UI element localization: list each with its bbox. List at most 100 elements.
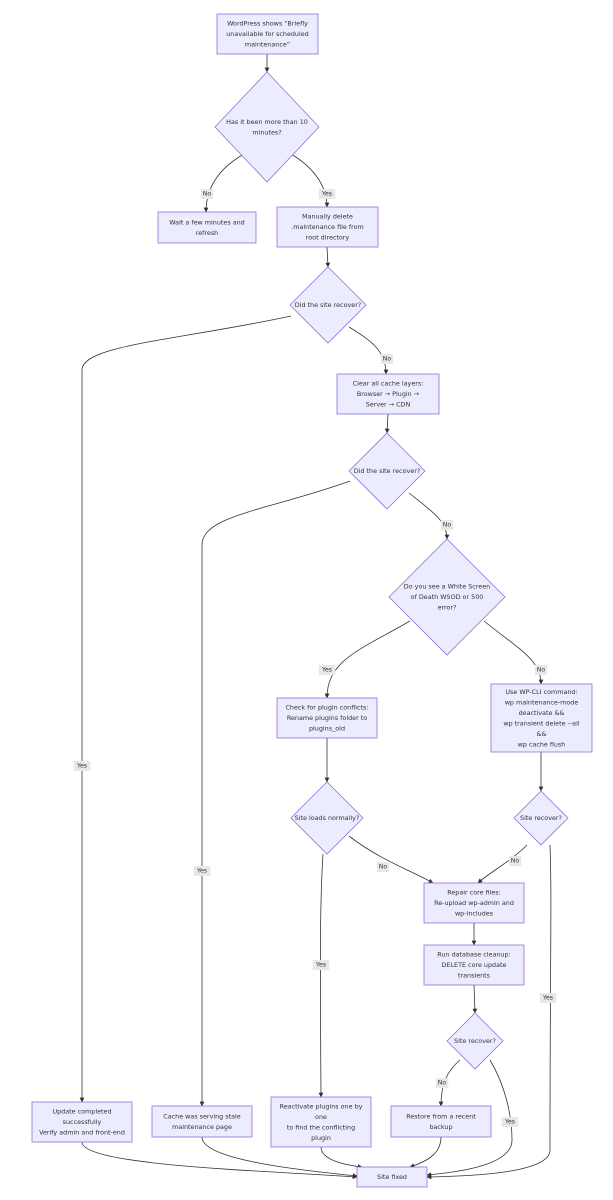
edge-r1-clear (348, 326, 389, 375)
edge-label-text: No (203, 191, 212, 198)
node-wpcli-text: wp cache flush (518, 740, 566, 748)
node-clear_cache-text: Clear all cache layers: (353, 380, 424, 388)
node-wpcli-text: deactivate && (519, 709, 565, 717)
node-fixed: Site fixed (356, 1166, 428, 1188)
edge-label-text: No (379, 864, 388, 871)
edge-label-text: Yes (504, 1119, 515, 1126)
node-wpcli-text: wp transient delete --all (503, 719, 580, 727)
node-reactivate-text: Reactivate plugins one by (280, 1102, 363, 1110)
node-backup-text: Restore from a recent (406, 1112, 476, 1120)
node-q_10min-diamond (214, 71, 320, 183)
node-db-text: Run database cleanup: (437, 951, 510, 959)
node-db-text: transients (458, 972, 491, 980)
edge-r2-cache (199, 480, 351, 1107)
edge-label-bg (200, 189, 214, 199)
edge-label-text: No (438, 1080, 447, 1087)
edge-label-bg (318, 665, 336, 675)
node-q_10min-text: minutes? (252, 128, 281, 136)
edge-label-wsod-plugins: Yes (318, 665, 336, 675)
edge-label-r4-fixed: Yes (501, 1117, 519, 1127)
node-repair-text: Repair core files: (447, 889, 501, 897)
node-q_recover4-text: Site recover? (454, 1037, 496, 1045)
node-reactivate-text: plugin (311, 1134, 331, 1142)
node-db-text: DELETE core update (442, 961, 507, 969)
edge-label-r1-update: Yes (73, 761, 91, 771)
node-delete_file-text: Manually delete (302, 213, 353, 221)
edge-label-bg (73, 761, 91, 771)
node-q_wsod-text: Do you see a White Screen (404, 583, 490, 591)
node-start-text: unavailable for scheduled (226, 30, 309, 38)
node-db-box (423, 944, 525, 986)
node-q_wsod-diamond (388, 538, 506, 656)
edge-loads-repair (348, 835, 434, 884)
node-start-box (216, 13, 319, 55)
edge-r1-update (79, 315, 292, 1103)
node-update_ok-text: successfully (63, 1118, 102, 1126)
edge-label-loads-repair: No (376, 862, 390, 872)
node-q_loads: Site loads normally? (290, 781, 364, 855)
edge-label-bg (312, 960, 330, 970)
node-wait-box (157, 211, 257, 244)
node-plugins-text: Rename plugins folder to (287, 714, 367, 722)
edge-cache-fixed (201, 1136, 358, 1178)
node-plugins: Check for plugin conflicts: Rename plugin… (276, 697, 378, 739)
node-q_recover3-text: Site recover? (520, 814, 562, 822)
edge-r3-repair (477, 844, 528, 884)
edge-label-r2-cache: Yes (193, 866, 211, 876)
node-update_ok-box (31, 1101, 133, 1143)
node-wpcli-text: && (537, 730, 547, 738)
node-plugins-text: Check for plugin conflicts: (285, 704, 368, 712)
node-cache_stale-text: Cache was serving stale (163, 1112, 241, 1120)
edge-update-fixed (81, 1141, 358, 1180)
node-q_recover3: Site recover? (513, 790, 569, 846)
node-delete_file: Manually delete.maintenance file fromroo… (276, 206, 379, 248)
node-reactivate-box (270, 1096, 372, 1148)
edge-label-r3-repair: No (508, 856, 522, 866)
node-q_recover2-text: Did the site recover? (354, 467, 420, 475)
node-q_recover1-diamond (289, 266, 367, 344)
edge-wsod-wpcli (483, 620, 544, 685)
edge-label-bg (376, 862, 390, 872)
node-reactivate-text: one (315, 1113, 327, 1121)
edge-label-bg (501, 1117, 519, 1127)
edge-q10-wait (203, 153, 245, 213)
node-delete_file-text: .maintenance file from (291, 223, 364, 231)
node-wpcli-text: Use WP-CLI command: (505, 688, 577, 696)
edge-q10-delete (290, 153, 330, 208)
node-q_wsod-text: of Death WSOD or 500 (411, 593, 484, 601)
node-q_recover1-text: Did the site recover? (295, 301, 361, 309)
node-q_wsod: Do you see a White Screen of Death WSOD o… (388, 538, 506, 656)
node-repair: Repair core files:Re-upload wp-admin and… (423, 882, 525, 924)
edge-label-wsod-wpcli: No (534, 665, 548, 675)
node-q_recover2: Did the site recover? (348, 432, 426, 510)
edge-label-q10-wait: No (200, 189, 214, 199)
edge-label-r2-wsod: No (440, 520, 454, 530)
node-update_ok-text: Verify admin and front-end (39, 1129, 125, 1137)
edge-label-text: No (511, 858, 520, 865)
edge-label-text: No (443, 522, 452, 529)
node-repair-text: wp-includes (455, 910, 494, 918)
edge-label-loads-reactivate: Yes (312, 960, 330, 970)
node-wait-text: Wait a few minutes and (169, 218, 244, 226)
edge-backup-fixed (409, 1136, 442, 1168)
edge-reactivate-fixed (320, 1146, 363, 1169)
node-cache_stale-text: maintenance page (172, 1123, 232, 1131)
edge-label-text: No (537, 667, 546, 674)
edge-loads-reactivate (318, 853, 324, 1098)
edge-label-bg (534, 665, 548, 675)
node-clear_cache: Clear all cache layers:Browser → Plugin … (336, 373, 440, 415)
node-q_recover1: Did the site recover? (289, 266, 367, 344)
edge-delete-r1 (325, 246, 331, 268)
node-q_wsod-text: error? (438, 604, 457, 612)
edge-wsod-plugins (324, 620, 411, 699)
edge-label-bg (435, 1078, 449, 1088)
node-delete_file-box (276, 206, 379, 248)
node-db: Run database cleanup: DELETE core update t… (423, 944, 525, 986)
node-update_ok-text: Update completed (52, 1108, 111, 1116)
node-q_recover2-diamond (348, 432, 426, 510)
